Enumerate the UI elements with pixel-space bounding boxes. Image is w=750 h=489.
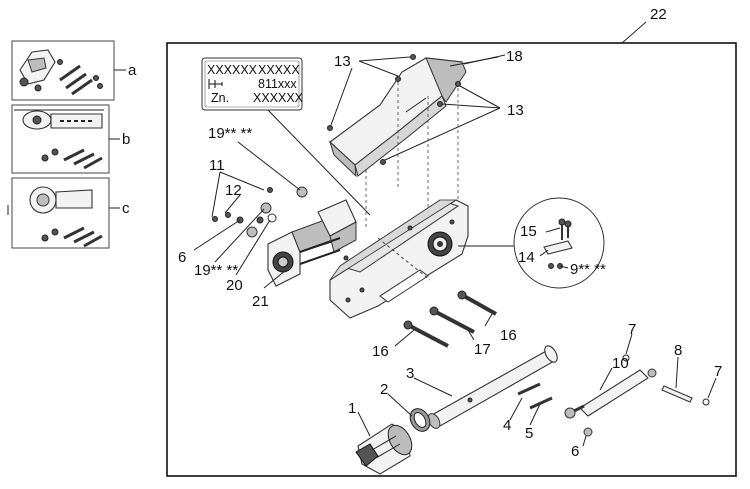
callout-8: 8 <box>674 342 682 359</box>
callout-7b: 7 <box>714 363 722 380</box>
callout-16a: 16 <box>500 327 517 344</box>
pin-part-5 <box>529 396 553 410</box>
plate-line1-left: XXXXXX <box>207 63 258 77</box>
plate-line2: 811xxx <box>258 77 297 91</box>
ring-part-2 <box>409 408 431 432</box>
plate-line3-left: Zn. <box>211 91 229 105</box>
inset-c-label: c <box>122 200 130 217</box>
callout-4: 4 <box>503 417 511 434</box>
leader-lines <box>193 54 717 447</box>
bolts-16-17 <box>377 237 497 348</box>
tube-part-3 <box>427 345 558 429</box>
callout-15: 15 <box>520 223 537 240</box>
assembly-leader <box>621 21 647 44</box>
callout-17: 17 <box>474 341 491 358</box>
type-plate: XXXXXX XXXXX 811xxx Zn. XXXXXX <box>201 57 371 216</box>
callout-20: 20 <box>226 277 243 294</box>
damper-part-10 <box>564 368 657 419</box>
coupling-head-part-1 <box>355 423 413 475</box>
callout-11: 11 <box>209 157 225 174</box>
callout-3: 3 <box>406 365 414 382</box>
pin-part-8 <box>661 385 693 403</box>
inset-b-label: b <box>122 131 130 148</box>
main-bracket <box>329 199 469 319</box>
ring-7a <box>622 354 630 362</box>
callout-14: 14 <box>518 249 535 266</box>
inset-a-label: a <box>128 62 137 79</box>
inset-a <box>11 40 126 101</box>
callout-13b: 13 <box>507 102 524 119</box>
callout-16b: 16 <box>372 343 389 360</box>
assembly-number: 22 <box>650 6 667 23</box>
cover-screws-13 <box>327 54 501 165</box>
callout-5: 5 <box>525 425 533 442</box>
callout-6b: 6 <box>571 443 579 460</box>
callout-2: 2 <box>380 381 388 398</box>
callout-13a: 13 <box>334 53 351 70</box>
callout-19a: 19** ** <box>208 125 252 142</box>
plate-line1-right: XXXXX <box>258 63 300 77</box>
callout-10: 10 <box>612 355 629 372</box>
clamp-part-21 <box>267 199 357 287</box>
assembly-frame <box>166 42 737 477</box>
callout-21: 21 <box>252 293 269 310</box>
callout-12: 12 <box>225 182 242 199</box>
pin-part-4 <box>517 382 541 396</box>
cover-part-18 <box>328 57 467 178</box>
coupling-symbol-icon <box>208 79 223 89</box>
nut-6 <box>583 427 593 437</box>
ring-7b <box>702 398 710 406</box>
callout-1: 1 <box>348 400 356 417</box>
inset-c <box>7 177 120 249</box>
callout-18: 18 <box>506 48 523 65</box>
callout-6a: 6 <box>178 249 186 266</box>
callout-9: 9** ** <box>570 261 606 278</box>
inset-b <box>11 104 120 174</box>
plate-line3-right: XXXXXX <box>253 91 304 105</box>
callout-7a: 7 <box>628 321 636 338</box>
detail-circle <box>458 197 605 289</box>
callout-19b: 19** ** <box>194 262 238 279</box>
